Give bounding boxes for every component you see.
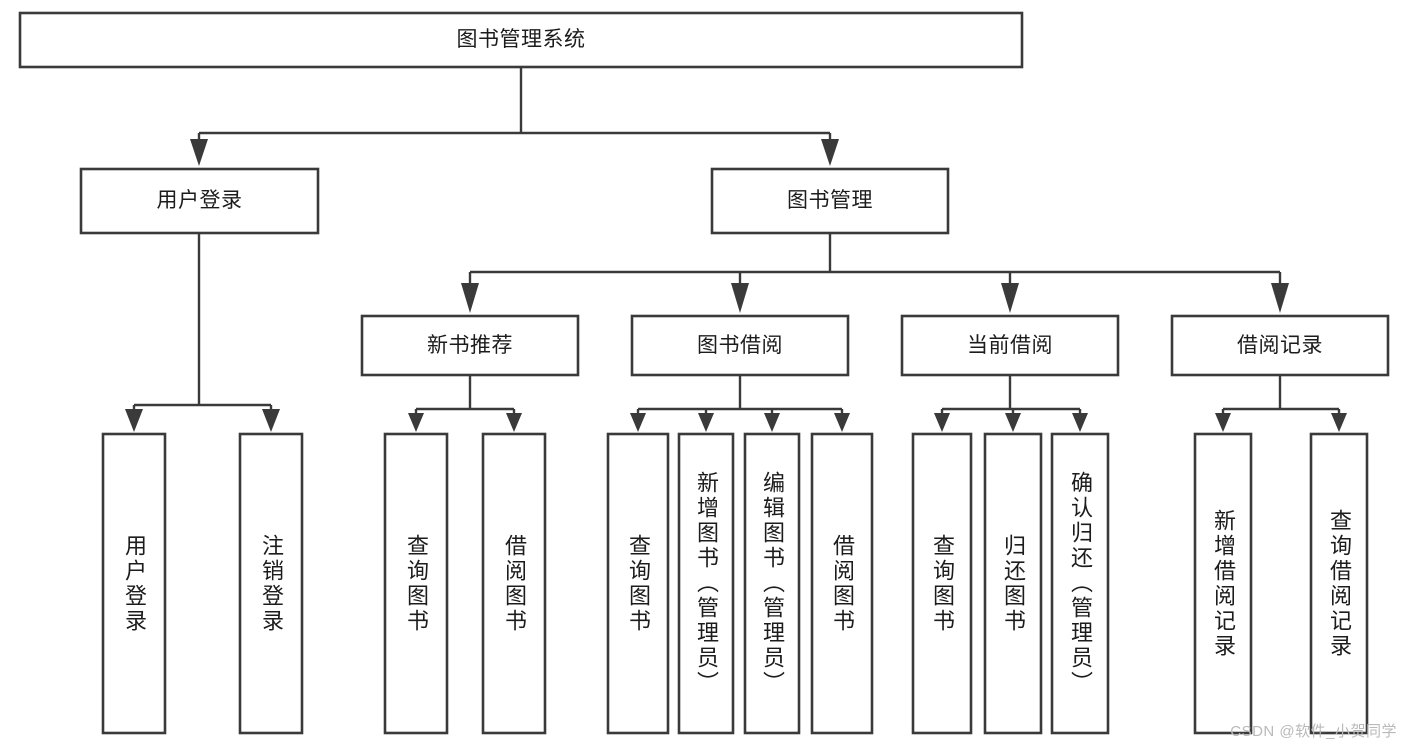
arrow-leaf-return-book <box>1005 413 1021 432</box>
box-leaf-borrow-book[interactable] <box>810 432 874 735</box>
csdn-watermark: CSDN @软件_小贺同学 <box>1230 723 1397 740</box>
arrow-current-borrow <box>1001 283 1019 313</box>
arrow-leaf-confirm-return-admin <box>1072 413 1088 432</box>
node-boxes-layer <box>18 11 1390 735</box>
box-leaf-add-borrow-record[interactable] <box>1193 432 1253 735</box>
box-leaf-confirm-return-admin[interactable] <box>1050 432 1110 735</box>
arrow-leaf-add-borrow-record <box>1215 413 1231 432</box>
arrow-leaf-add-book-admin <box>698 413 714 432</box>
arrow-leaf-query-book-current <box>934 413 950 432</box>
box-leaf-query-borrow-record[interactable] <box>1309 432 1369 735</box>
connectors-layer <box>125 67 1347 432</box>
arrow-leaf-query-book-borrow <box>630 413 646 432</box>
arrow-leaf-query-book-recommend <box>408 413 424 432</box>
box-leaf-user-logout[interactable] <box>238 432 304 735</box>
arrow-leaf-borrow-book-recommend <box>506 413 522 432</box>
box-root[interactable] <box>18 11 1024 69</box>
box-book-management[interactable] <box>710 167 950 235</box>
arrow-new-book-recommend <box>461 283 479 313</box>
box-current-borrow[interactable] <box>900 314 1120 377</box>
box-borrow-record[interactable] <box>1170 314 1390 377</box>
box-leaf-add-book-admin[interactable] <box>677 432 735 735</box>
box-leaf-edit-book-admin[interactable] <box>743 432 801 735</box>
arrow-leaf-user-logout <box>262 409 280 432</box>
box-book-borrow[interactable] <box>630 314 850 377</box>
box-leaf-borrow-book-recommend[interactable] <box>481 432 547 735</box>
box-leaf-query-book-recommend[interactable] <box>383 432 449 735</box>
arrow-user-login <box>190 139 208 166</box>
arrow-book-borrow <box>731 283 749 313</box>
arrow-leaf-edit-book-admin <box>764 413 780 432</box>
box-new-book-recommend[interactable] <box>360 314 580 377</box>
box-leaf-query-book-borrow[interactable] <box>606 432 670 735</box>
arrow-leaf-user-login <box>125 409 143 432</box>
box-leaf-user-login[interactable] <box>101 432 167 735</box>
arrow-leaf-borrow-book <box>834 413 850 432</box>
box-leaf-return-book[interactable] <box>983 432 1043 735</box>
box-user-login[interactable] <box>79 167 320 235</box>
arrow-book-management <box>821 139 839 166</box>
box-leaf-query-book-current[interactable] <box>911 432 973 735</box>
arrow-borrow-record <box>1271 283 1289 313</box>
arrow-leaf-query-borrow-record <box>1331 413 1347 432</box>
